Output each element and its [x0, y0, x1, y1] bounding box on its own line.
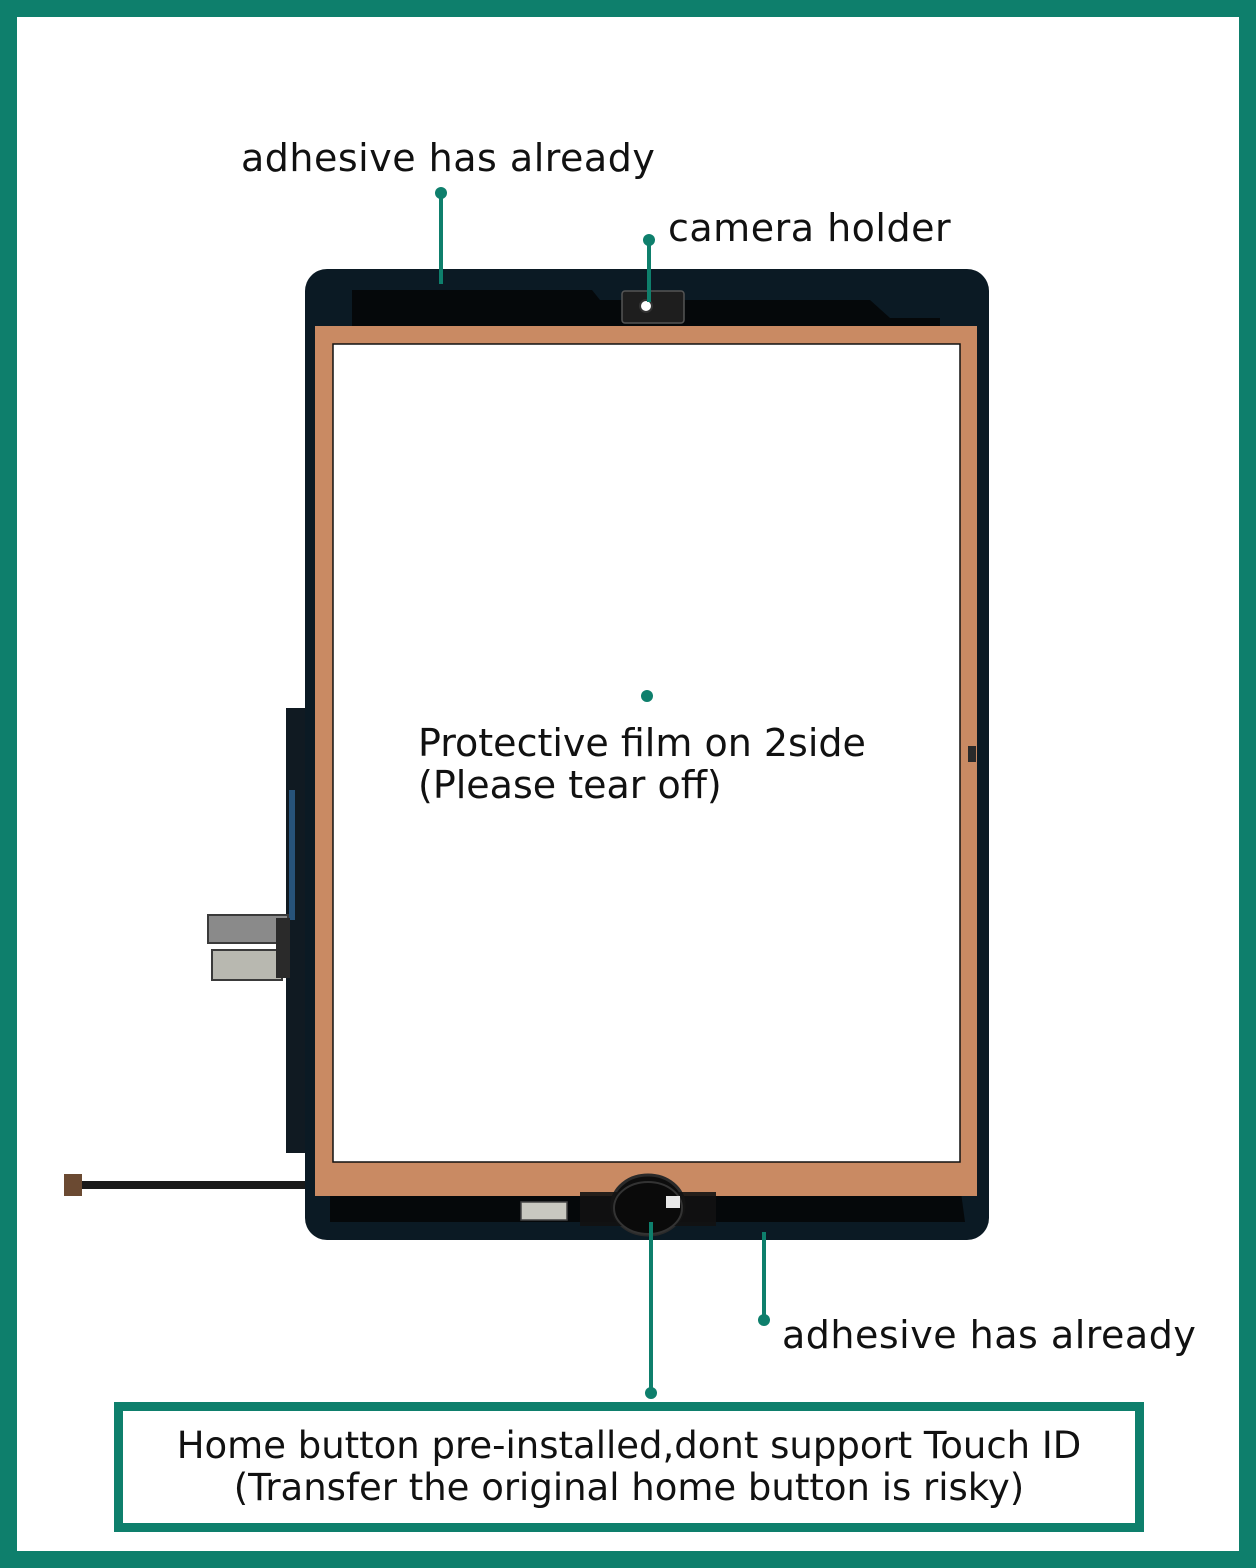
protective-film-line2: (Please tear off): [418, 763, 722, 807]
dot-protective-film: [641, 690, 653, 702]
label-adhesive-bottom: adhesive has already: [782, 1313, 1197, 1357]
flex-connector-1: [207, 914, 289, 944]
leader-camera-holder: [647, 240, 651, 302]
label-camera-holder: camera holder: [668, 206, 952, 250]
bottom-flex-cable: [72, 1181, 310, 1189]
home-button-connector: [520, 1201, 568, 1221]
dot-adhesive-bottom: [758, 1314, 770, 1326]
protective-film: [332, 343, 961, 1163]
note-line2: (Transfer the original home button is ri…: [233, 1466, 1025, 1509]
note-line1: Home button pre-installed,dont support T…: [176, 1424, 1082, 1467]
leader-adhesive-top: [439, 192, 443, 284]
home-button-note-box: Home button pre-installed,dont support T…: [114, 1402, 1144, 1532]
flex-connector-2: [211, 949, 283, 981]
camera-holder-bracket: [621, 290, 685, 324]
protective-film-line1: Protective film on 2side: [418, 721, 866, 765]
protective-film-label: Protective film on 2side (Please tear of…: [418, 722, 866, 806]
leader-home-button: [649, 1222, 653, 1392]
label-adhesive-top: adhesive has already: [241, 136, 656, 180]
dot-home-button: [645, 1387, 657, 1399]
bottom-flex-connector: [64, 1174, 82, 1196]
leader-adhesive-bottom: [762, 1232, 766, 1320]
